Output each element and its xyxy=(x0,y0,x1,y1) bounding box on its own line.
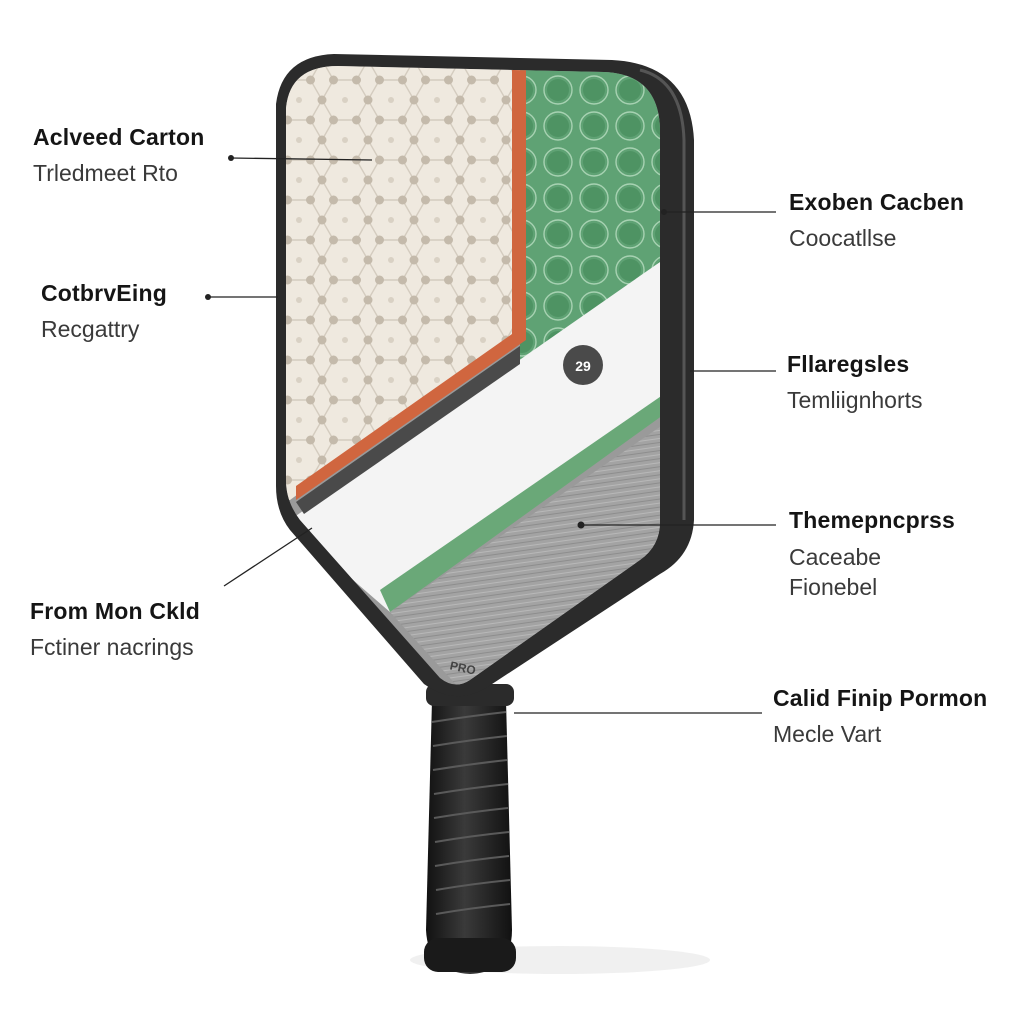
callout-title: CotbrvEing xyxy=(41,280,167,306)
callout-subtitle: Trledmeet Rto xyxy=(33,160,178,186)
green-panel xyxy=(520,66,660,366)
badge-number: 29 xyxy=(575,358,591,374)
callout-title: Fllaregsles xyxy=(787,351,910,377)
callout-title: Calid Finip Pormon xyxy=(773,685,988,711)
callout-top-left: Aclveed Carton Trledmeet Rto xyxy=(33,124,205,188)
orange-stripe xyxy=(296,70,526,500)
badge xyxy=(563,345,603,385)
green-stripe xyxy=(380,390,660,612)
callout-subtitle: Caceabe xyxy=(789,544,882,570)
callout-right-3: Themepncprss Caceabe Fionebel xyxy=(789,507,955,602)
handle xyxy=(424,684,516,974)
callout-title: Aclveed Carton xyxy=(33,124,205,150)
throat-logo: PRO xyxy=(449,659,477,678)
callout-title: Exoben Cacben xyxy=(789,189,965,215)
callout-subtitle: Recgattry xyxy=(41,316,140,342)
leader-dots xyxy=(205,155,667,529)
hex-panel xyxy=(286,66,520,500)
callout-right-4: Calid Finip Pormon Mecle Vart xyxy=(773,685,987,749)
callout-top-right: Exoben Cacben Coocatllse xyxy=(789,189,964,253)
callout-subtitle: Temliignhorts xyxy=(787,387,923,413)
callout-right-2: Fllaregsles Temliignhorts xyxy=(787,351,923,415)
dark-stripe xyxy=(296,346,520,514)
callout-subtitle: Coocatllse xyxy=(789,225,897,251)
edge-guard-highlight xyxy=(639,68,686,520)
callout-title: From Mon Ckld xyxy=(30,598,200,624)
leader-lines xyxy=(208,157,776,714)
callout-mid-left: CotbrvEing Recgattry xyxy=(41,280,167,344)
callout-subtitle: Fctiner nacrings xyxy=(30,634,194,660)
callout-bottom-left: From Mon Ckld Fctiner nacrings xyxy=(30,598,200,662)
butt-cap xyxy=(424,938,516,972)
grip-ridges xyxy=(431,711,511,915)
callout-title: Themepncprss xyxy=(789,507,956,533)
callout-subtitle: Mecle Vart xyxy=(773,721,882,747)
callout-subtitle: Fionebel xyxy=(789,574,878,600)
white-band xyxy=(290,255,660,612)
